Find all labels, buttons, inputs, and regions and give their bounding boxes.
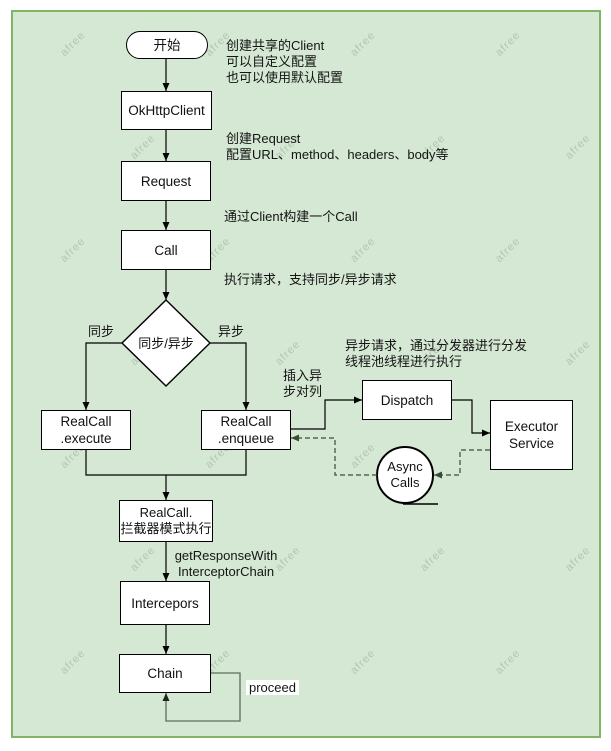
edge-label-sync: 同步	[88, 324, 115, 339]
edge-enqueue-dispatch	[291, 396, 362, 430]
realcall-enqueue-line2: .enqueue	[217, 431, 275, 446]
realcall-enqueue-line1: RealCall	[220, 414, 272, 429]
node-realcall-execute: RealCall .execute	[41, 410, 131, 450]
async-calls-line1: Async	[387, 459, 423, 474]
executor-service-line2: Service	[508, 436, 554, 451]
node-chain: Chain	[119, 654, 211, 693]
note-build-call: 通过Client构建一个Call	[224, 209, 358, 224]
note-insert-queue-line1: 插入异	[283, 368, 323, 383]
node-intercepors: Intercepors	[120, 581, 210, 625]
node-intercepors-label: Intercepors	[131, 595, 199, 611]
node-dispatch-label: Dispatch	[380, 392, 434, 408]
node-request-label: Request	[140, 173, 192, 189]
node-okhttpclient: OkHttpClient	[121, 91, 212, 130]
edge-proceed-loop	[162, 672, 241, 722]
note-create-client: 创建共享的Client 可以自定义配置 也可以使用默认配置	[226, 38, 343, 86]
realcall-interceptor-line1: RealCall.	[139, 505, 193, 520]
note-insert-queue: 插入异 步对列	[283, 368, 322, 400]
node-decision-label: 同步/异步	[138, 335, 194, 351]
realcall-interceptor-line2: 拦截器模式执行	[120, 521, 212, 536]
note-get-response-line2: InterceptorChain	[177, 564, 275, 579]
node-request: Request	[121, 161, 211, 201]
node-okhttpclient-label: OkHttpClient	[128, 103, 205, 118]
note-async-dispatch: 异步请求，通过分发器进行分发 线程池线程进行执行	[345, 338, 527, 370]
edge-label-proceed: proceed	[246, 680, 299, 695]
note-create-client-line2: 可以自定义配置	[226, 54, 318, 69]
node-call-label: Call	[154, 242, 178, 258]
edge-label-async: 异步	[218, 324, 245, 339]
node-call: Call	[121, 230, 211, 270]
note-run-request: 执行请求，支持同步/异步请求	[224, 272, 397, 287]
node-chain-label: Chain	[147, 666, 183, 681]
realcall-execute-line1: RealCall	[60, 414, 112, 429]
edge-executor-asynccalls-dashed	[434, 449, 490, 479]
diagram-panel	[11, 10, 601, 738]
realcall-execute-line2: .execute	[60, 431, 112, 446]
edge-asynccalls-enqueue-dashed	[291, 434, 377, 476]
edge-dispatch-executor	[452, 399, 490, 437]
note-get-response-line1: getResponseWith	[174, 548, 278, 563]
note-create-request-line1: 创建Request	[226, 131, 301, 146]
node-realcall-enqueue: RealCall .enqueue	[201, 410, 291, 450]
node-realcall-interceptor: RealCall. 拦截器模式执行	[119, 500, 213, 542]
note-insert-queue-line2: 步对列	[283, 384, 323, 399]
note-create-request-line2: 配置URL、method、headers、body等	[226, 147, 449, 162]
node-dispatch: Dispatch	[362, 380, 452, 420]
executor-service-line1: Executor	[504, 419, 559, 434]
node-async-calls-label: Async Calls	[377, 455, 433, 495]
node-start-label: 开始	[153, 37, 181, 53]
note-create-request: 创建Request 配置URL、method、headers、body等	[226, 131, 449, 163]
edge-decision-enqueue	[210, 342, 250, 410]
note-async-dispatch-line2: 线程池线程进行执行	[345, 354, 463, 369]
note-get-response: getResponseWith InterceptorChain	[172, 548, 280, 580]
decision-diamond	[120, 299, 212, 387]
async-calls-line2: Calls	[390, 475, 420, 490]
note-create-client-line1: 创建共享的Client	[226, 38, 325, 53]
edge-decision-execute	[82, 342, 122, 410]
node-executor-service: Executor Service	[490, 400, 573, 470]
note-async-dispatch-line1: 异步请求，通过分发器进行分发	[345, 338, 528, 353]
edge-merge	[85, 450, 247, 476]
node-start: 开始	[126, 31, 208, 59]
note-create-client-line3: 也可以使用默认配置	[226, 70, 344, 85]
